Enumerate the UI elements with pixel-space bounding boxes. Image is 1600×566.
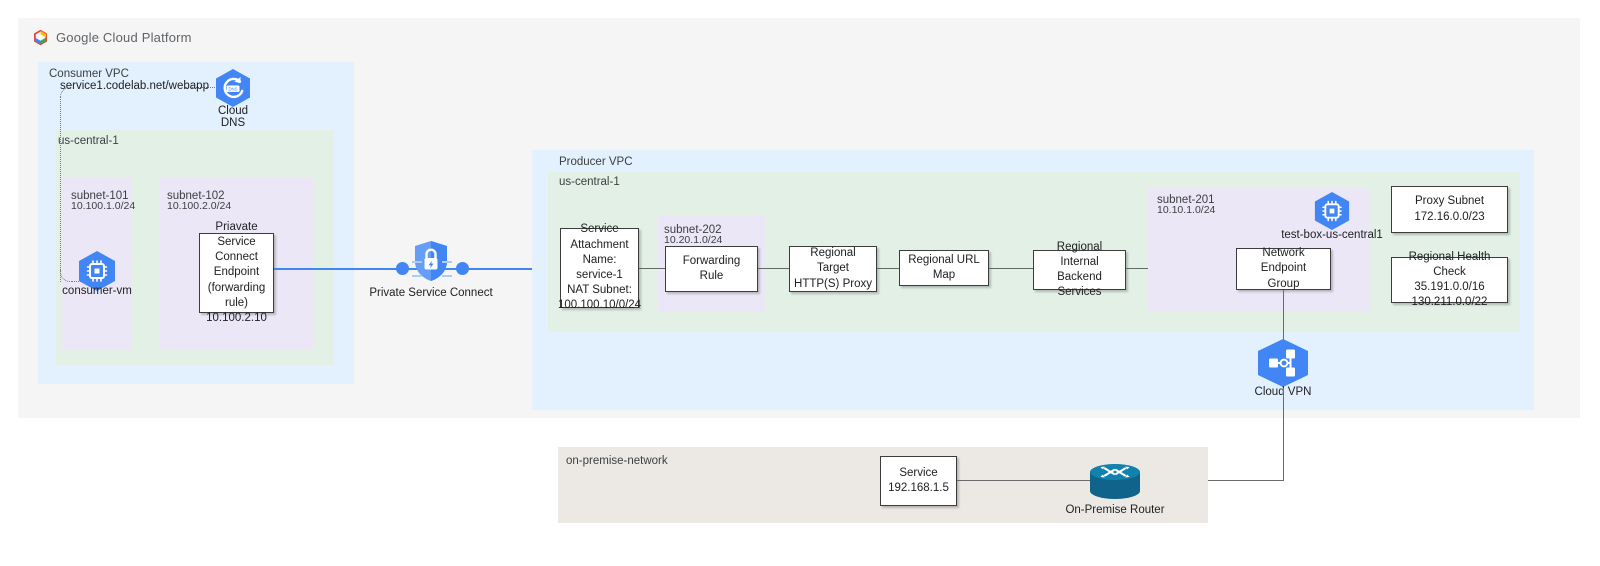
brand-wordmark: Google Cloud Platform	[56, 29, 192, 45]
subnet-102-cidr: 10.100.2.0/24	[167, 200, 232, 212]
google-cloud-logo-icon	[32, 29, 49, 46]
psc-dash-right-upper	[442, 261, 452, 263]
cloud-vpn-icon	[1255, 338, 1311, 388]
wire-neg-to-vpn	[1283, 290, 1285, 340]
wire-sa-to-fr	[639, 268, 665, 270]
dns-dotted-corner-top	[60, 87, 71, 98]
wire-fr-to-proxy	[758, 268, 789, 270]
backend-services-line2: Backend Services	[1057, 271, 1102, 299]
compute-vm-icon-test-box	[1313, 191, 1351, 231]
wire-proxy-to-urlmap	[877, 268, 899, 270]
target-proxy-line1: Regional Target	[810, 247, 856, 275]
proxy-subnet-line1: Proxy Subnet	[1414, 195, 1485, 208]
private-service-connect-label: Private Service Connect	[369, 287, 493, 299]
brand-row: Google Cloud Platform	[32, 27, 192, 47]
dns-record-label: service1.codelab.net/webapp	[60, 80, 209, 92]
on-premise-service-box[interactable]: Service 192.168.1.5	[880, 456, 957, 506]
psc-endpoint-line4: 10.100.2.10	[206, 311, 267, 324]
subnet-201-name: subnet-201	[1157, 194, 1215, 206]
wire-urlmap-to-backend	[989, 268, 1033, 270]
subnet-202-cidr: 10.20.1.0/24	[664, 234, 723, 246]
psc-endpoint-line1: Priavate Service	[215, 220, 258, 249]
onprem-service-line2: 192.168.1.5	[888, 482, 949, 494]
svg-text:DNS: DNS	[228, 86, 237, 91]
service-attachment-line4: NAT Subnet:	[567, 284, 632, 297]
regional-backend-services-box[interactable]: Regional Internal Backend Services	[1033, 241, 1126, 298]
test-box-label: test-box-us-central1	[1281, 229, 1383, 241]
service-attachment-line1: Service	[580, 223, 619, 236]
producer-vpc-label: Producer VPC	[559, 156, 633, 168]
psc-endpoint-line2: Connect Endpoint	[213, 251, 260, 279]
psc-dash-right-lower	[442, 275, 452, 277]
neg-line1: Network Endpoint	[1260, 247, 1307, 275]
neg-line2: Group	[1267, 277, 1300, 290]
service-attachment-box[interactable]: Service Attachment Name: service-1 NAT S…	[558, 223, 641, 311]
proxy-subnet-box[interactable]: Proxy Subnet 172.16.0.0/23	[1391, 186, 1508, 233]
cloud-dns-icon: DNS	[214, 68, 252, 108]
psc-left-node-dot	[396, 262, 409, 275]
on-premise-network-label: on-premise-network	[566, 455, 668, 467]
health-check-line3: 130.211.0.0/22	[1411, 296, 1488, 309]
health-check-line1: Regional Health Check	[1408, 250, 1491, 278]
dns-dotted-vertical	[60, 97, 61, 282]
psc-dash-left-upper	[412, 261, 422, 263]
subnet-201-cidr: 10.10.1.0/24	[1157, 204, 1216, 216]
private-service-connect-shield-icon	[413, 240, 449, 282]
service-attachment-line2: Attachment	[570, 238, 629, 251]
subnet-202-name: subnet-202	[664, 224, 722, 236]
cloud-vpn-label: Cloud VPN	[1254, 386, 1312, 398]
regional-url-map-box[interactable]: Regional URL Map	[899, 250, 989, 286]
psc-right-node-dot	[456, 262, 469, 275]
service-attachment-line3: Name: service-1	[576, 253, 623, 281]
regional-target-proxy-box[interactable]: Regional Target HTTP(S) Proxy	[789, 246, 877, 292]
psc-endpoint-box[interactable]: Priavate Service Connect Endpoint (forwa…	[199, 221, 274, 324]
backend-services-line1: Regional Internal	[1056, 240, 1103, 268]
cloud-dns-label-line2: DNS	[220, 117, 246, 129]
router-icon	[1087, 462, 1143, 500]
subnet-101-name: subnet-101	[71, 190, 129, 202]
service-attachment-line5: 100.100.10/0/24	[557, 299, 642, 312]
health-check-line2: 35.191.0.0/16	[1414, 281, 1485, 293]
cloud-dns-label-line1: Cloud	[217, 105, 249, 117]
subnet-101-cidr: 10.100.1.0/24	[71, 200, 136, 212]
consumer-vpc-label: Consumer VPC	[49, 68, 129, 80]
proxy-subnet-line2: 172.16.0.0/23	[1414, 210, 1485, 223]
consumer-vm-label: consumer-vm	[62, 285, 132, 297]
on-premise-router-label: On-Premise Router	[1065, 504, 1165, 516]
onprem-service-line1: Service	[899, 466, 938, 479]
target-proxy-line2: HTTP(S) Proxy	[794, 277, 872, 290]
psc-endpoint-line3: (forwarding rule)	[207, 281, 266, 309]
compute-vm-icon-consumer	[77, 250, 117, 292]
wire-service-to-router	[957, 480, 1090, 482]
subnet-102-name: subnet-102	[167, 190, 225, 202]
consumer-region-label: us-central-1	[58, 135, 119, 147]
wire-vpn-vertical	[1283, 388, 1285, 481]
dns-dotted-corner-bottom	[60, 270, 72, 282]
psc-dash-left-lower	[412, 275, 422, 277]
wire-vpn-to-router	[1140, 480, 1284, 482]
producer-region-label: us-central-1	[559, 176, 620, 188]
forwarding-rule-label: Forwarding Rule	[682, 254, 741, 282]
url-map-label: Regional URL Map	[908, 253, 980, 281]
dns-dotted-link-right	[185, 87, 217, 88]
forwarding-rule-box[interactable]: Forwarding Rule	[665, 246, 758, 292]
network-endpoint-group-box[interactable]: Network Endpoint Group	[1236, 247, 1331, 290]
regional-health-check-box[interactable]: Regional Health Check 35.191.0.0/16 130.…	[1391, 251, 1508, 308]
dns-dotted-link-vm	[71, 281, 83, 282]
